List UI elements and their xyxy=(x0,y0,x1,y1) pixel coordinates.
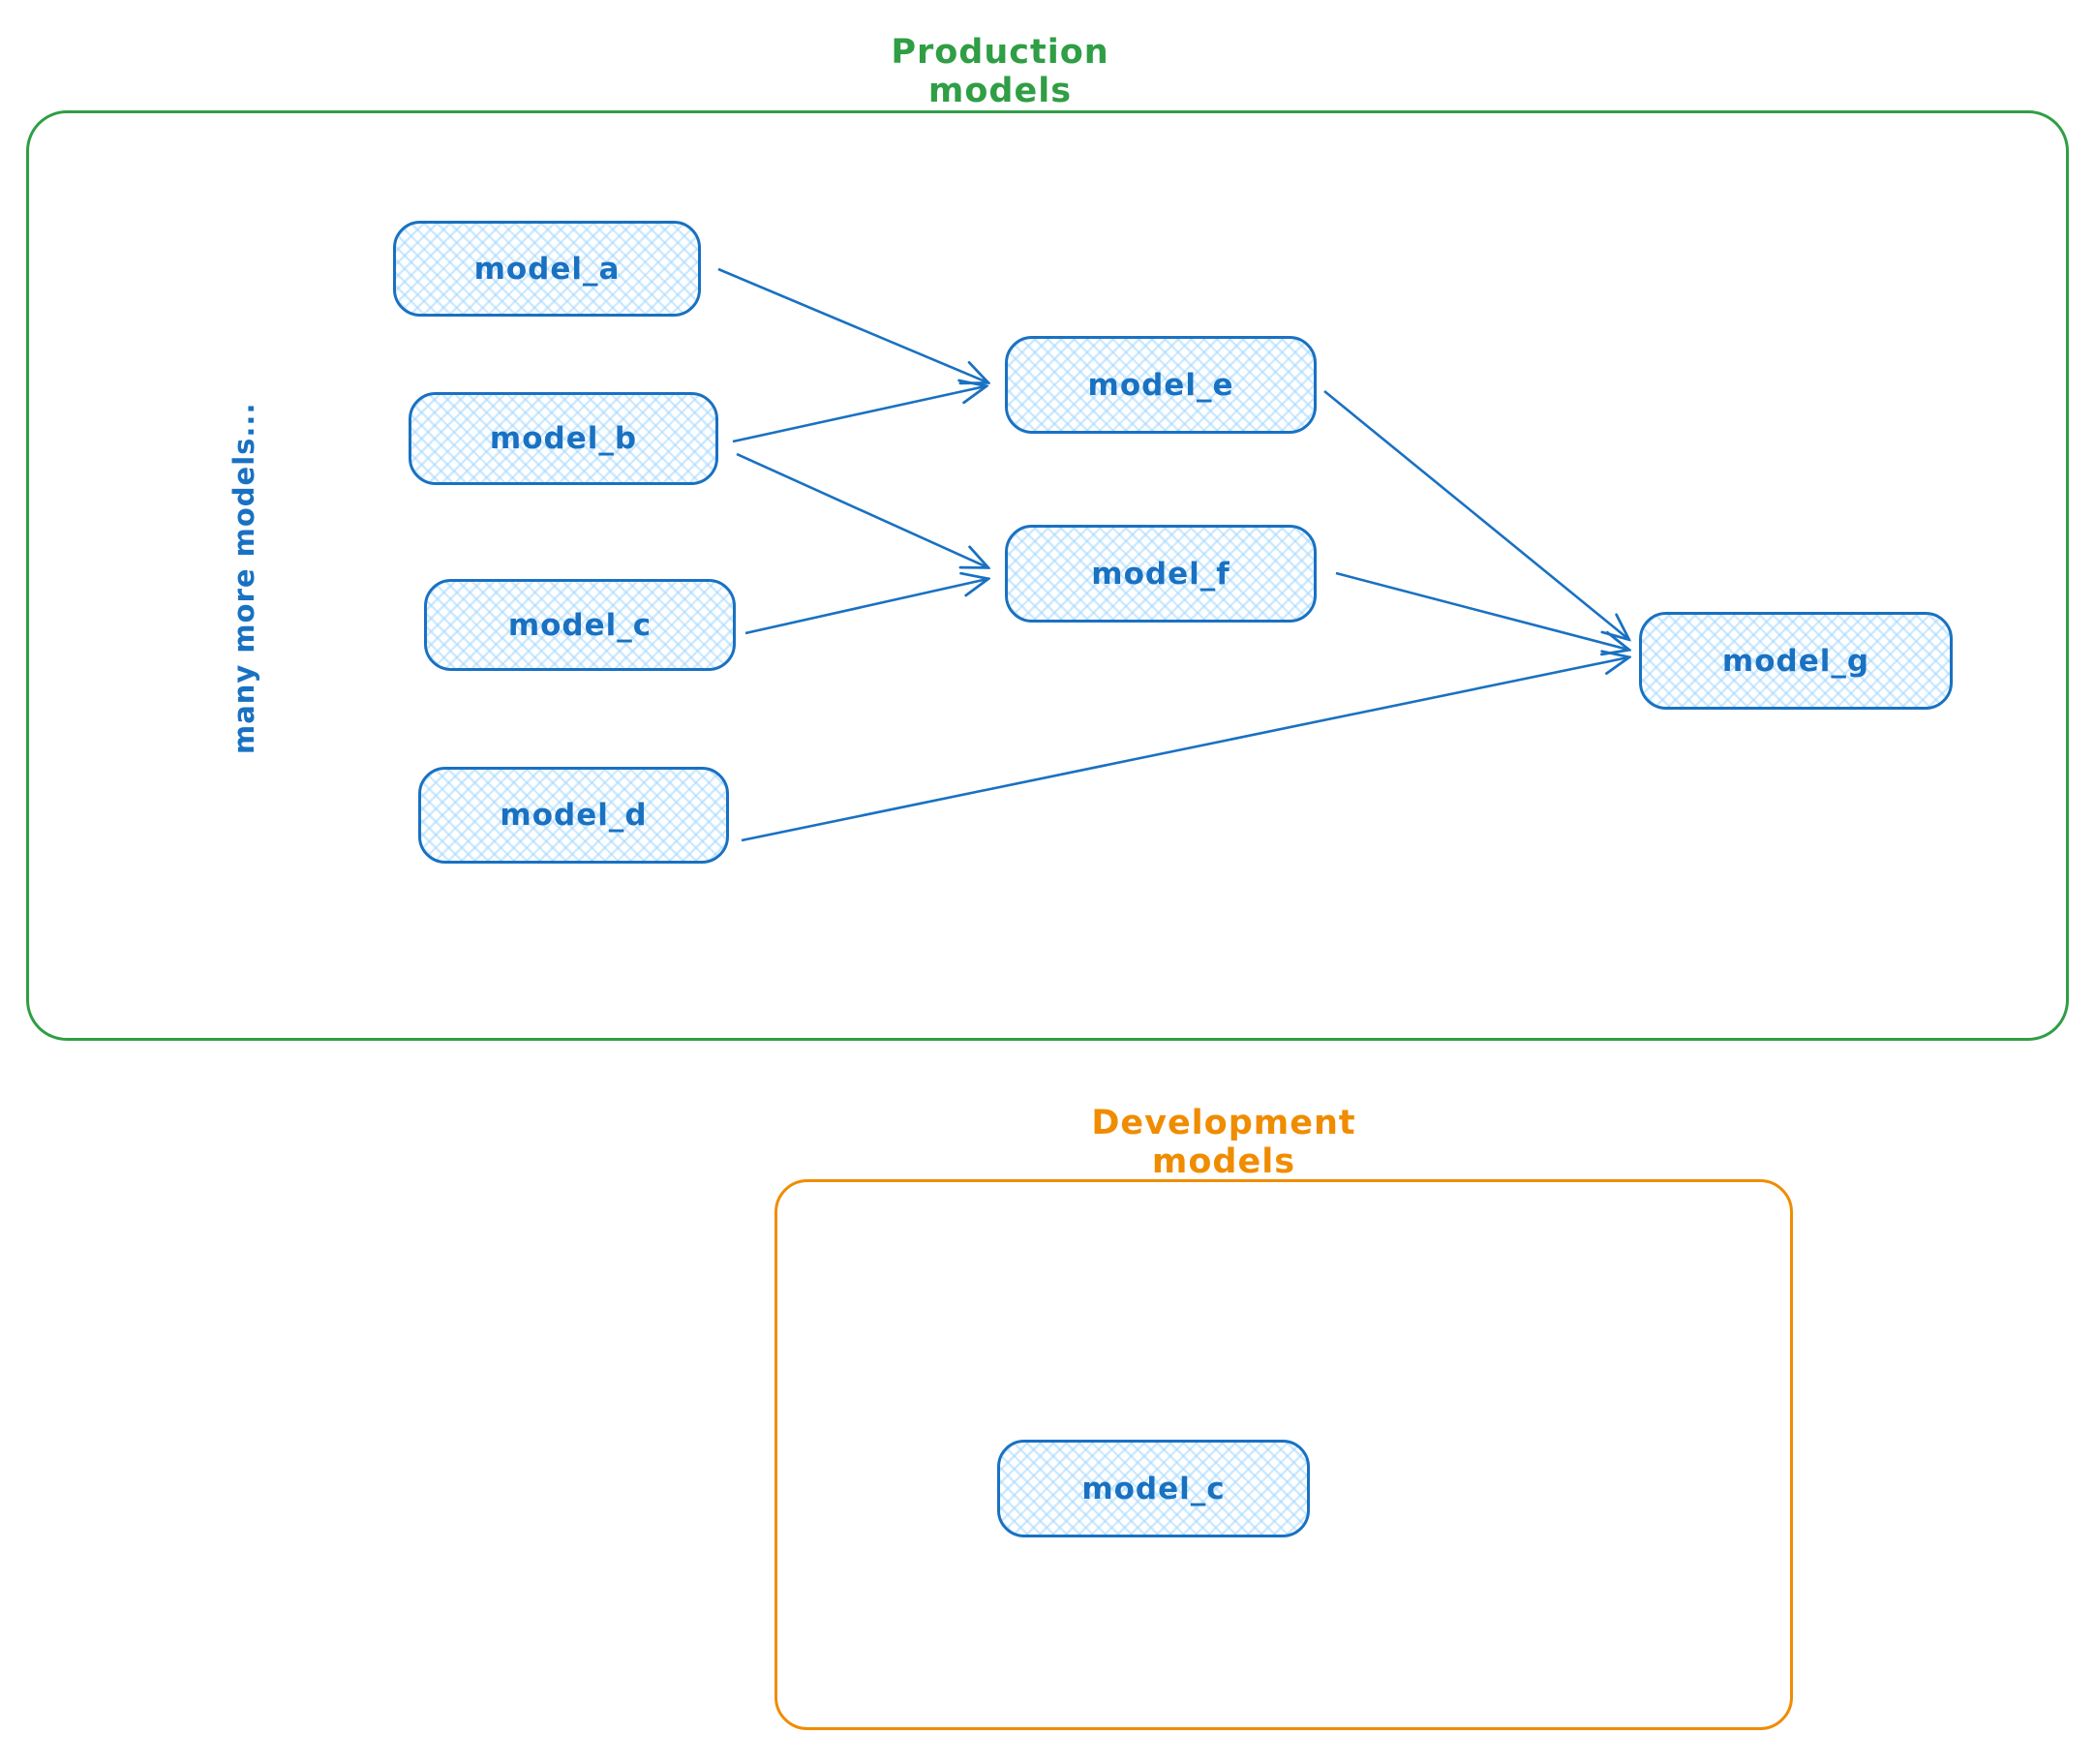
node-model-g-label: model_g xyxy=(1721,643,1870,679)
node-model-c-development-label: model_c xyxy=(1081,1471,1226,1506)
node-model-d: model_d xyxy=(418,767,729,864)
node-model-c-development: model_c xyxy=(997,1440,1310,1537)
many-more-models-note: many more models... xyxy=(228,402,260,754)
node-model-a: model_a xyxy=(393,221,701,317)
node-model-e-label: model_e xyxy=(1087,367,1234,403)
production-group-title: Production models xyxy=(891,33,1109,110)
production-group-frame xyxy=(26,110,2069,1041)
node-model-c-label: model_c xyxy=(507,607,653,643)
node-model-d-label: model_d xyxy=(500,798,648,833)
node-model-f-label: model_f xyxy=(1091,556,1230,592)
node-model-b: model_b xyxy=(409,392,718,485)
node-model-g: model_g xyxy=(1639,612,1953,710)
development-group-title: Development models xyxy=(1091,1104,1356,1181)
node-model-b-label: model_b xyxy=(489,421,638,456)
node-model-a-label: model_a xyxy=(473,251,621,287)
node-model-c: model_c xyxy=(424,579,736,671)
node-model-f: model_f xyxy=(1005,525,1317,623)
node-model-e: model_e xyxy=(1005,336,1317,434)
development-group-frame xyxy=(774,1179,1793,1730)
